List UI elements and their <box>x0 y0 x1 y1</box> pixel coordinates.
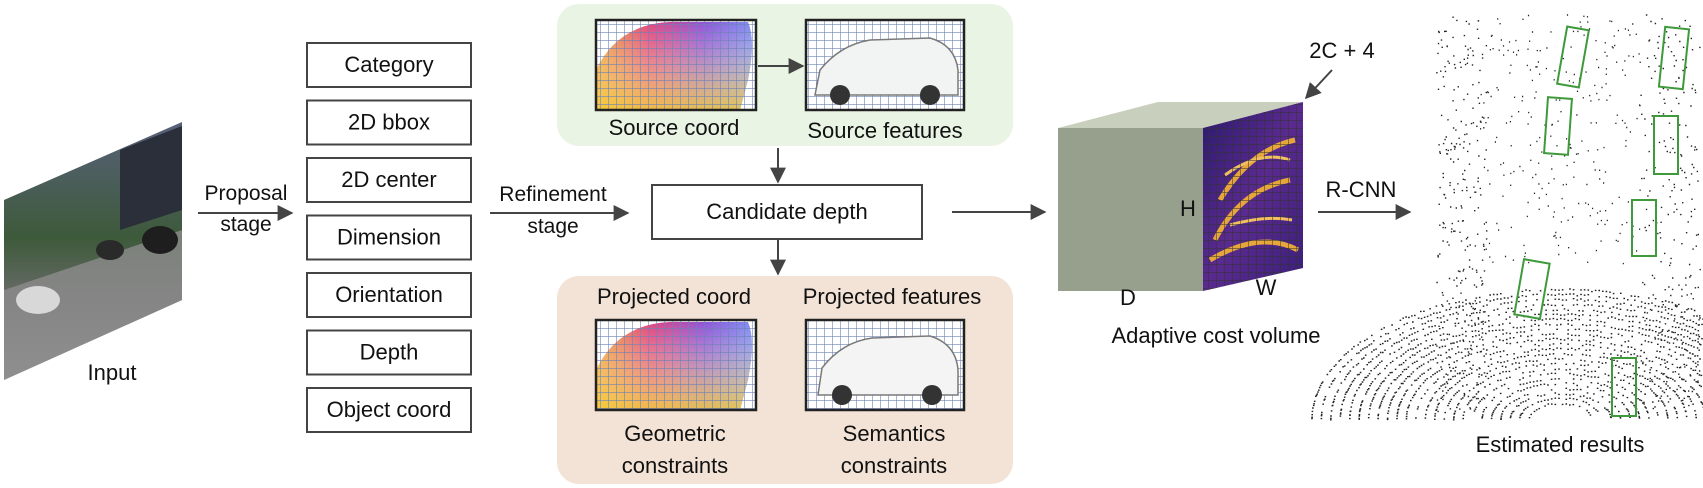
car-icon <box>814 37 959 96</box>
rcnn-label: R-CNN <box>1326 177 1397 202</box>
candidate-depth-box <box>651 184 923 240</box>
channels-label: 2C + 4 <box>1309 38 1374 63</box>
output-label: Object coord <box>327 397 452 422</box>
projected-coord-map <box>594 318 758 412</box>
source-features-map <box>804 18 966 112</box>
result-box <box>1657 25 1691 91</box>
refinement-label-line1: Refinement <box>499 183 607 206</box>
output-box <box>306 272 472 318</box>
proposal-output-list: Category 2D bbox 2D centerDimensionOrienta… <box>306 42 472 433</box>
result-box <box>1611 357 1637 417</box>
result-box <box>1543 96 1573 156</box>
output-box <box>306 99 472 146</box>
source-coord-label: Source coord <box>609 115 740 140</box>
refinement-label-line2: stage <box>527 215 578 238</box>
geometric-constraints-line2: constraints <box>622 453 728 478</box>
semantics-constraints-line1: Semantics <box>843 421 946 446</box>
output-label: Depth <box>360 340 419 365</box>
cost-volume-cube <box>1058 102 1303 291</box>
channels-arrow <box>1304 69 1333 100</box>
output-label: Orientation <box>335 282 443 307</box>
output-box <box>306 214 472 261</box>
proposal-label-line2: stage <box>220 213 271 236</box>
height-label: H <box>1180 196 1196 221</box>
input-image <box>4 122 182 380</box>
source-coord-map <box>594 18 758 112</box>
result-box <box>1653 115 1679 175</box>
result-box <box>1513 258 1551 320</box>
projected-features-label: Projected features <box>803 284 982 309</box>
semantics-constraints-line2: constraints <box>841 453 947 478</box>
output-label: 2D center <box>341 167 436 192</box>
result-boxes <box>1513 25 1691 417</box>
output-label: Dimension <box>337 225 441 250</box>
geometric-constraints-line1: Geometric <box>624 421 725 446</box>
candidate-depth-label: Candidate depth <box>706 199 867 224</box>
input-label: Input <box>88 360 137 385</box>
lidar-points <box>1311 14 1703 421</box>
depth-label: D <box>1120 285 1136 310</box>
output-label: 2D bbox <box>348 110 430 135</box>
width-label: W <box>1256 275 1277 300</box>
car-icon <box>817 335 959 396</box>
source-features-label: Source features <box>807 118 962 143</box>
result-box <box>1631 199 1657 257</box>
projected-features-map <box>804 318 966 412</box>
output-box <box>306 42 472 88</box>
output-box <box>306 329 472 376</box>
output-box <box>306 387 472 433</box>
cost-volume-title: Adaptive cost volume <box>1111 323 1320 348</box>
result-box <box>1555 25 1591 89</box>
output-box <box>306 157 472 203</box>
proposal-label-line1: Proposal <box>205 182 288 205</box>
point-cloud-bev <box>1311 14 1703 421</box>
cost-volume-heatmap <box>1203 102 1303 291</box>
results-label: Estimated results <box>1476 432 1645 457</box>
output-label: Category <box>344 52 433 77</box>
car-icon <box>16 286 60 314</box>
projected-coord-label: Projected coord <box>597 284 751 309</box>
